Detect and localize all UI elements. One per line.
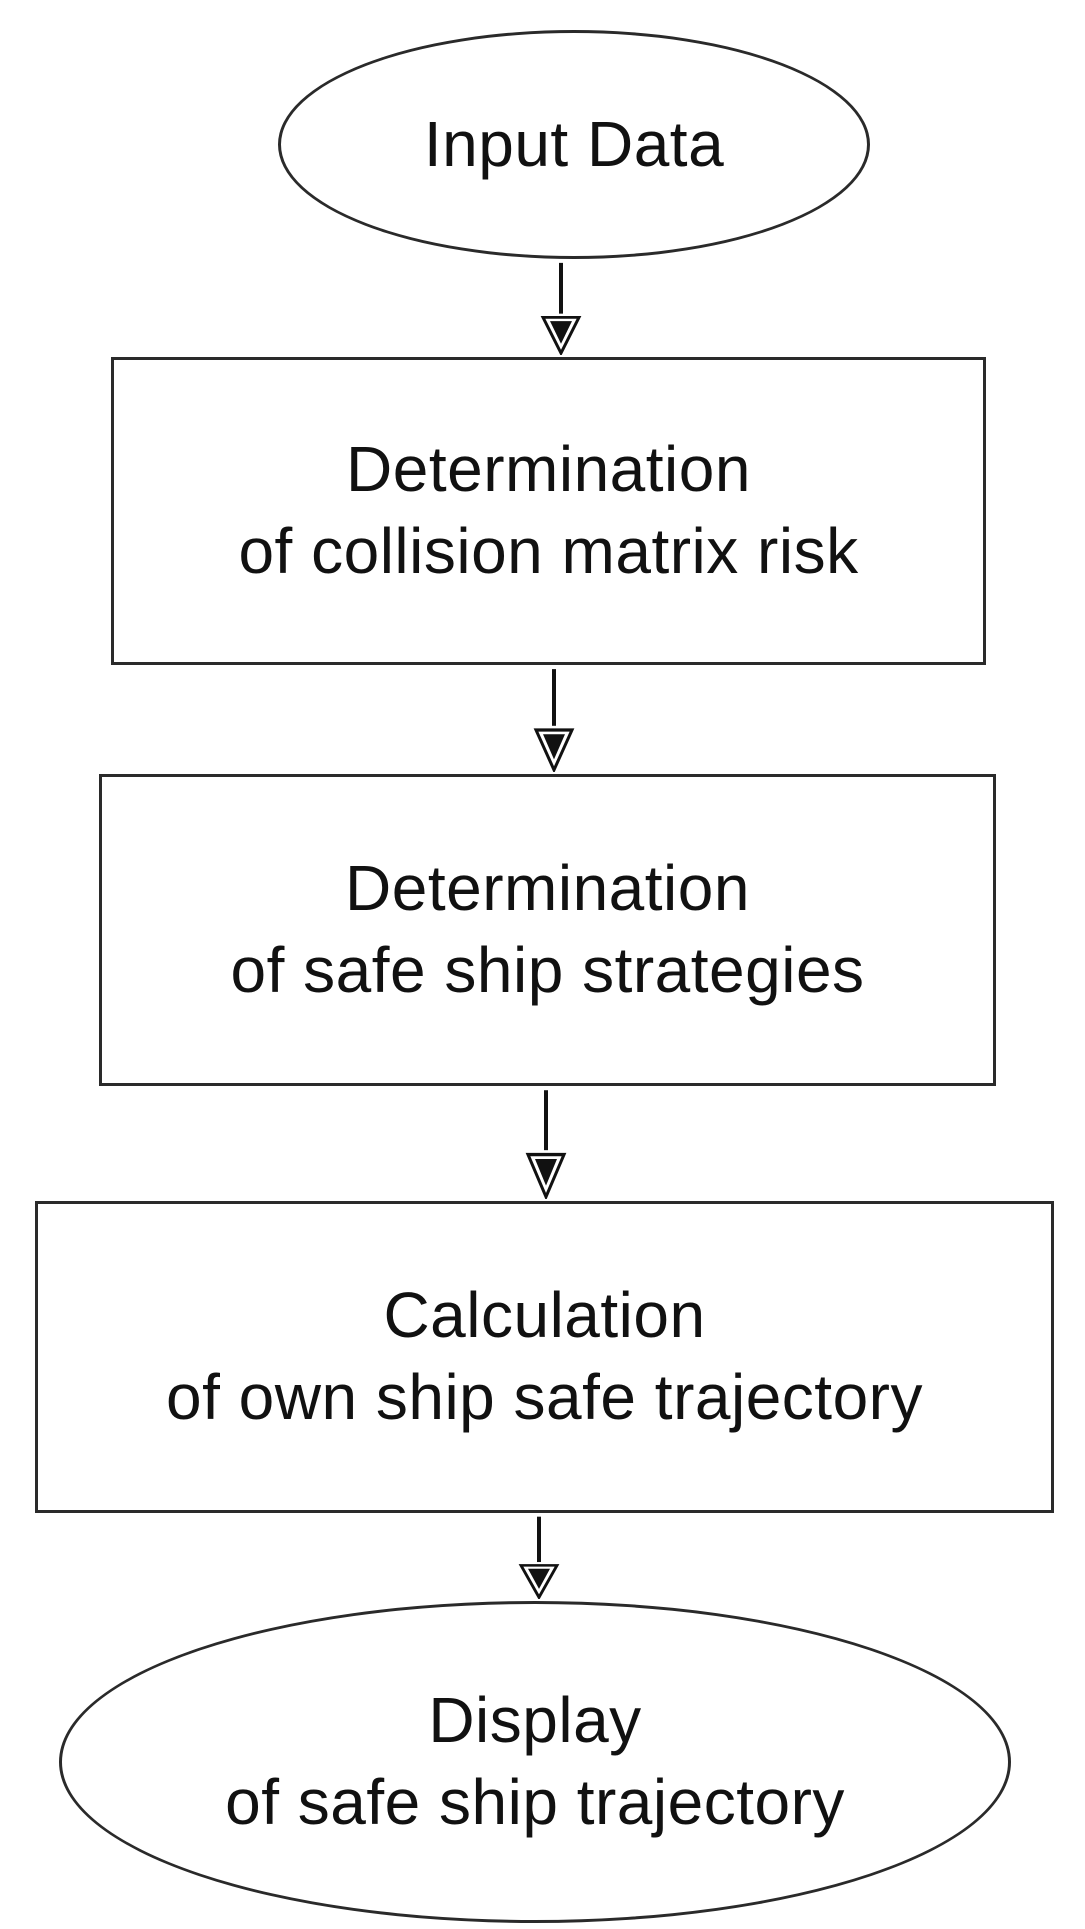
node-label: of own ship safe trajectory xyxy=(166,1361,923,1433)
node-determination-collision-matrix-risk: Determination of collision matrix risk xyxy=(111,357,986,665)
node-label: of collision matrix risk xyxy=(238,515,859,587)
node-label: of safe ship strategies xyxy=(230,934,865,1006)
node-calculation-own-ship-safe-trajectory: Calculation of own ship safe trajectory xyxy=(35,1201,1054,1513)
node-determination-safe-ship-strategies: Determination of safe ship strategies xyxy=(99,774,996,1086)
node-display-safe-ship-trajectory: Display of safe ship trajectory xyxy=(59,1601,1011,1923)
arrow-down-icon xyxy=(540,262,582,355)
node-label: of safe ship trajectory xyxy=(225,1766,845,1838)
node-label: Determination xyxy=(346,433,751,506)
arrow-down-icon xyxy=(518,1516,560,1599)
node-label: Display xyxy=(428,1684,642,1757)
node-label: Determination xyxy=(345,852,750,925)
arrow-down-icon xyxy=(533,669,575,772)
node-label: Input Data xyxy=(423,107,725,180)
node-label: Calculation xyxy=(383,1279,706,1352)
arrow-down-icon xyxy=(525,1090,567,1199)
node-input-data: Input Data xyxy=(278,30,870,259)
